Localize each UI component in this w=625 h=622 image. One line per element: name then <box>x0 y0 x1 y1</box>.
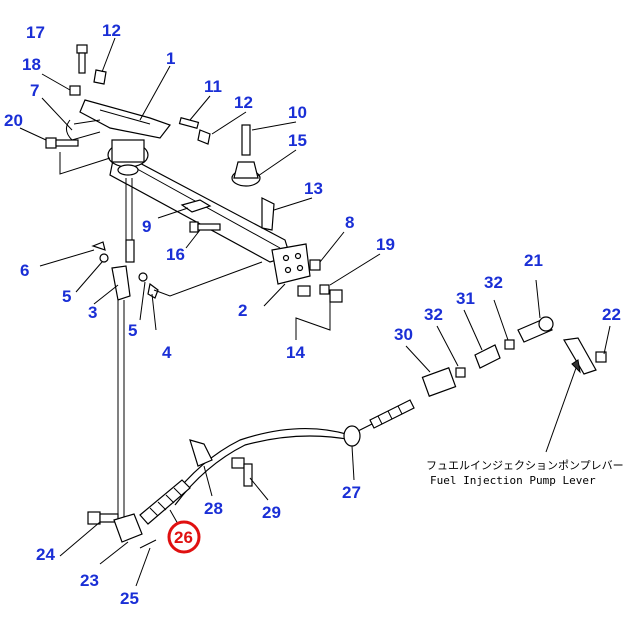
callout-8: 8 <box>345 213 354 232</box>
callout-labels: 17 12 1 18 7 11 12 10 20 15 13 9 8 16 19… <box>4 21 621 608</box>
callout-26-highlighted: 26 <box>174 528 193 547</box>
callout-25: 25 <box>120 589 139 608</box>
callout-18: 18 <box>22 55 41 74</box>
pedal-assembly <box>45 44 343 520</box>
callout-17: 17 <box>26 23 45 42</box>
callout-6: 6 <box>20 261 29 280</box>
callout-15: 15 <box>288 131 307 150</box>
highlight-ring <box>167 520 201 554</box>
callout-10: 10 <box>288 103 307 122</box>
caption-english: Fuel Injection Pump Lever <box>430 474 596 487</box>
callout-1: 1 <box>166 49 175 68</box>
callout-28: 28 <box>204 499 223 518</box>
callout-4: 4 <box>162 343 172 362</box>
callout-12: 12 <box>102 21 121 40</box>
callout-22: 22 <box>602 305 621 324</box>
callout-16: 16 <box>166 245 185 264</box>
callout-32: 32 <box>484 273 503 292</box>
leader-lines <box>19 37 611 587</box>
callout-2: 2 <box>238 301 247 320</box>
callout-24: 24 <box>36 545 55 564</box>
callout-11: 11 <box>204 77 222 96</box>
callout-20: 20 <box>4 111 23 130</box>
callout-21: 21 <box>524 251 543 270</box>
callout-9: 9 <box>142 217 151 236</box>
callout-31: 31 <box>456 289 475 308</box>
callout-19: 19 <box>376 235 395 254</box>
callout-23: 23 <box>80 571 99 590</box>
callout-27: 27 <box>342 483 361 502</box>
caption-japanese: フュエルインジェクションポンプレバー <box>426 459 624 472</box>
callout-30: 30 <box>394 325 413 344</box>
callout-3: 3 <box>88 303 97 322</box>
callout-7: 7 <box>30 81 39 100</box>
callout-13: 13 <box>304 179 323 198</box>
callout-5: 5 <box>62 287 71 306</box>
pump-lever-caption: フュエルインジェクションポンプレバー Fuel Injection Pump L… <box>426 459 624 487</box>
callout-32b: 32 <box>424 305 443 324</box>
callout-5b: 5 <box>128 321 137 340</box>
callout-12b: 12 <box>234 93 253 112</box>
cable-assembly <box>87 316 607 549</box>
callout-29: 29 <box>262 503 281 522</box>
callout-14: 14 <box>286 343 305 362</box>
